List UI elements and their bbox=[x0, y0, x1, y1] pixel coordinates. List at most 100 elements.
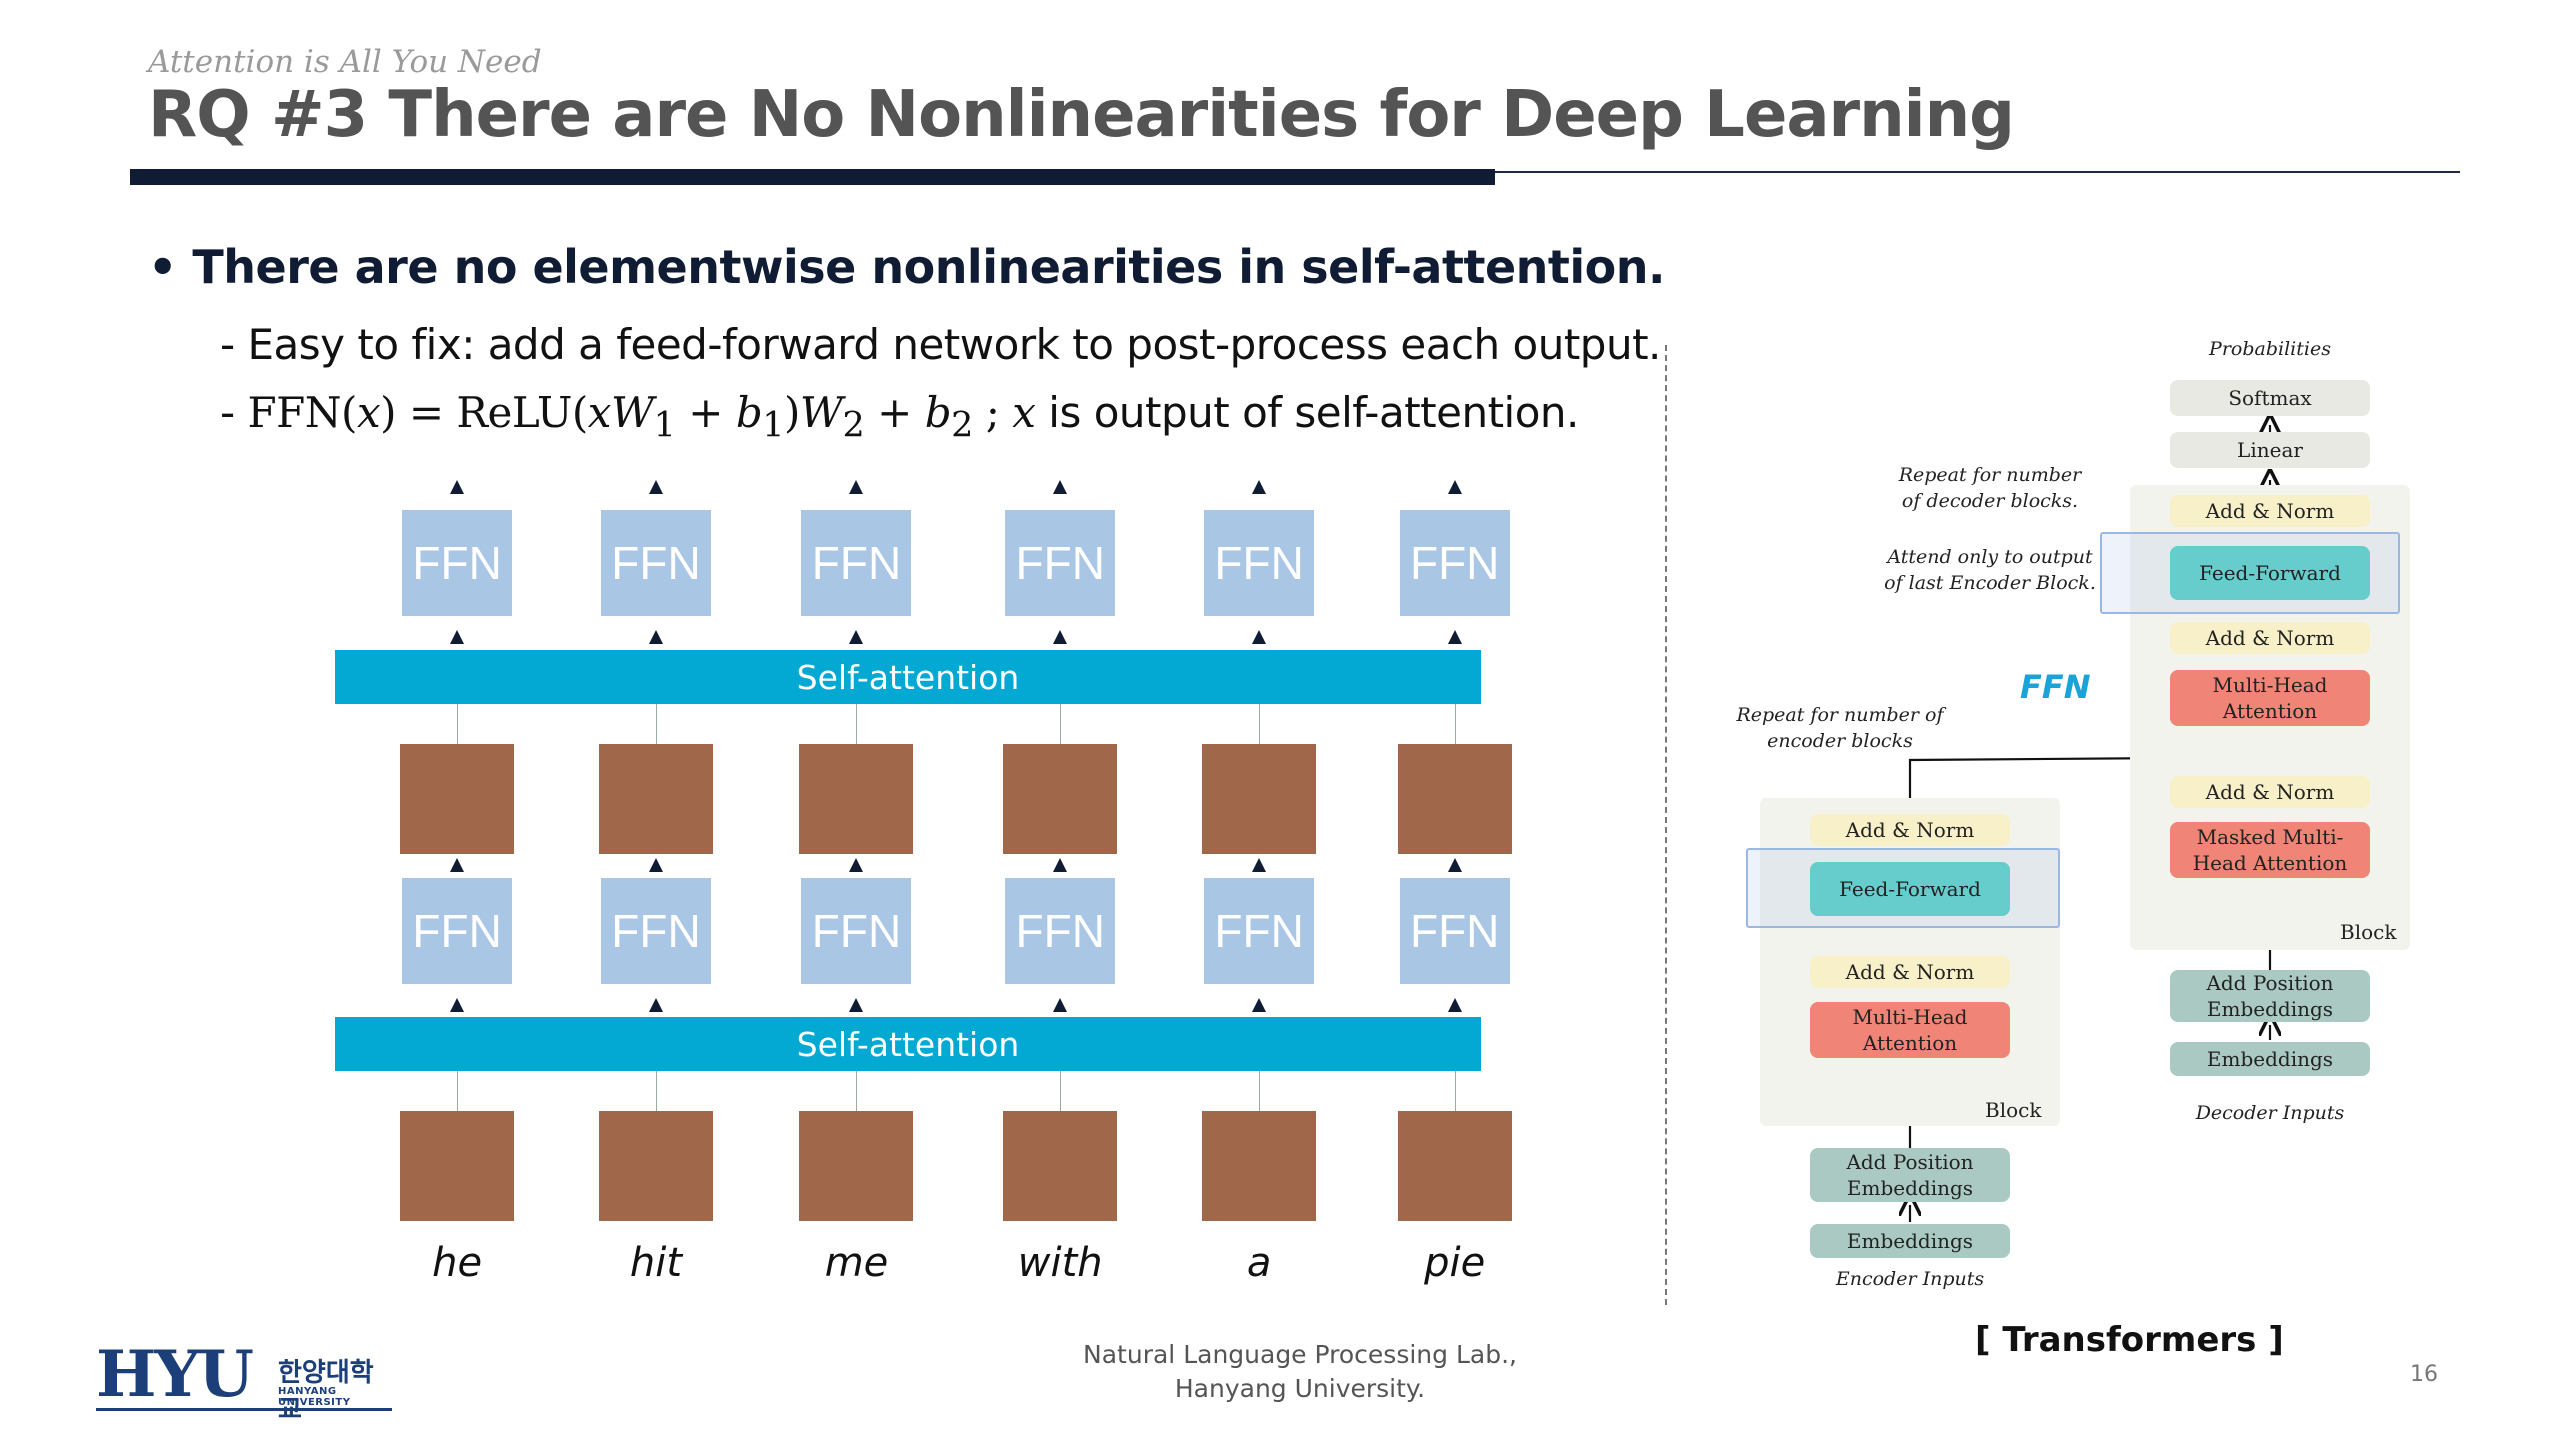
footer-lab-line2: Hanyang University. bbox=[1174, 1374, 1426, 1403]
ffn-box-lower: FFN bbox=[601, 878, 711, 984]
encoder-feed-forward: Feed-Forward bbox=[1810, 862, 2010, 916]
arrow-up-icon bbox=[1053, 998, 1068, 1012]
connector-line bbox=[1259, 704, 1261, 744]
encoder-add-position-embeddings: Add Position Embeddings bbox=[1810, 1148, 2010, 1202]
arrow-up-icon bbox=[1252, 998, 1267, 1012]
encoder-inputs-label: Encoder Inputs bbox=[1835, 1268, 1985, 1290]
ffn-formula: FFN(x) = ReLU(xW1 + b1)W2 + b2 ; x bbox=[247, 388, 1036, 445]
input-word: me bbox=[824, 1240, 889, 1286]
formula-plus: + bbox=[675, 388, 736, 437]
arrow-up-icon bbox=[1447, 630, 1462, 644]
connector-line bbox=[656, 704, 657, 744]
connector-line bbox=[457, 1071, 459, 1111]
logo-hyu-text: HYU bbox=[96, 1337, 254, 1412]
connector-line bbox=[856, 704, 858, 744]
input-word: he bbox=[432, 1240, 483, 1286]
arrow-up-icon bbox=[1053, 630, 1068, 644]
hidden-vector-lower bbox=[1397, 1111, 1512, 1221]
decoder-masked-attention: Masked Multi-Head Attention bbox=[2170, 822, 2370, 878]
arrow-up-icon bbox=[450, 998, 465, 1012]
self-attention-bar-lower: Self-attention bbox=[335, 1017, 1481, 1071]
decoder-add-norm-2: Add & Norm bbox=[2170, 622, 2370, 654]
logo-korean-text: 한양대학교 bbox=[278, 1358, 374, 1425]
arrow-up-icon bbox=[849, 998, 864, 1012]
ffn-box-lower: FFN bbox=[402, 878, 513, 984]
sub-bullet-dash: - bbox=[220, 388, 235, 437]
decoder-inputs-label: Decoder Inputs bbox=[2195, 1102, 2345, 1124]
attend-only-label: Attend only to output of last Encoder Bl… bbox=[1884, 546, 2096, 594]
connector-line bbox=[856, 1071, 858, 1111]
connector-line bbox=[1259, 1071, 1261, 1111]
ffn-box-upper: FFN bbox=[801, 510, 912, 616]
logo-underline bbox=[96, 1408, 392, 1411]
input-word: pie bbox=[1424, 1240, 1486, 1286]
page-number: 16 bbox=[2410, 1362, 2438, 1387]
ffn-box-lower: FFN bbox=[1399, 878, 1510, 984]
hidden-vector-lower bbox=[400, 1111, 515, 1221]
decoder-add-norm-3: Add & Norm bbox=[2170, 495, 2370, 527]
arrow-up-icon bbox=[649, 998, 663, 1012]
arrow-up-icon bbox=[649, 858, 663, 872]
arrow-up-icon bbox=[1252, 858, 1267, 872]
connector-line bbox=[1454, 1071, 1456, 1111]
linear-box: Linear bbox=[2170, 432, 2370, 468]
footer-lab-line1: Natural Language Processing Lab., bbox=[1083, 1340, 1517, 1369]
decoder-add-norm-1: Add & Norm bbox=[2170, 776, 2370, 808]
formula-plus: + bbox=[864, 388, 925, 437]
formula-close: ) bbox=[783, 388, 800, 437]
arrow-up-icon bbox=[849, 858, 864, 872]
ffn-box-upper: FFN bbox=[601, 510, 711, 616]
ffn-tag: FFN bbox=[2020, 668, 2091, 706]
ffn-box-upper: FFN bbox=[1005, 510, 1116, 616]
figure-caption: [ Transformers ] bbox=[1975, 1320, 2284, 1360]
encoder-embeddings: Embeddings bbox=[1810, 1224, 2010, 1258]
hidden-vector-lower bbox=[599, 1111, 713, 1221]
connector-line bbox=[656, 1071, 657, 1111]
formula-w2-sub: 2 bbox=[842, 405, 865, 446]
formula-ffn: FFN( bbox=[247, 388, 358, 437]
arrow-up-icon bbox=[849, 480, 864, 494]
arrow-up-icon bbox=[1447, 858, 1462, 872]
column-separator bbox=[1665, 345, 1667, 1305]
hidden-vector-lower bbox=[1202, 1111, 1317, 1221]
arrow-up-icon bbox=[1053, 480, 1068, 494]
self-attention-label: Self-attention bbox=[796, 1024, 1020, 1064]
hyu-logo: HYU 한양대학교 HANYANG UNIVERSITY bbox=[96, 1337, 396, 1425]
formula-b1: b bbox=[735, 388, 763, 437]
decoder-embeddings: Embeddings bbox=[2170, 1042, 2370, 1076]
self-attention-label: Self-attention bbox=[796, 657, 1020, 697]
connector-line bbox=[1454, 704, 1456, 744]
decoder-block-label: Block bbox=[2340, 920, 2397, 944]
ffn-box-lower: FFN bbox=[1204, 878, 1315, 984]
formula-w1-sub: 1 bbox=[653, 405, 676, 446]
slide-subtitle: Attention is All You Need bbox=[148, 44, 542, 80]
repeat-encoder-label: Repeat for number of encoder blocks bbox=[1736, 704, 1944, 752]
hidden-vector-upper bbox=[1397, 744, 1512, 854]
input-word: hit bbox=[629, 1240, 683, 1286]
hidden-vector-upper bbox=[599, 744, 713, 854]
main-bullet: • There are no elementwise nonlinearitie… bbox=[148, 240, 1665, 294]
hidden-vector-upper bbox=[1003, 744, 1118, 854]
softmax-box: Softmax bbox=[2170, 380, 2370, 416]
arrow-up-icon bbox=[1252, 630, 1267, 644]
repeat-decoder-label: Repeat for number of decoder blocks. bbox=[1898, 464, 2082, 512]
slide-title: RQ #3 There are No Nonlinearities for De… bbox=[148, 78, 2015, 152]
formula-w2: W bbox=[799, 388, 843, 437]
arrow-up-icon bbox=[849, 630, 864, 644]
arrow-up-icon bbox=[450, 630, 465, 644]
ffn-box-upper: FFN bbox=[1204, 510, 1315, 616]
arrow-up-icon bbox=[1053, 858, 1068, 872]
arrow-up-icon bbox=[450, 858, 465, 872]
arrow-up-icon bbox=[450, 480, 465, 494]
connector-line bbox=[457, 704, 459, 744]
transformer-diagram: Probabilities Softmax Linear Add & Norm … bbox=[1730, 320, 2490, 1320]
self-attention-bar-upper: Self-attention bbox=[335, 650, 1481, 704]
ffn-box-upper: FFN bbox=[402, 510, 513, 616]
formula-b2: b bbox=[924, 388, 952, 437]
formula-b2-sub: 2 bbox=[951, 405, 973, 446]
connector-line bbox=[1060, 1071, 1062, 1111]
sub-bullet-2: - FFN(x) = ReLU(xW1 + b1)W2 + b2 ; x is … bbox=[220, 388, 1579, 445]
formula-b1-sub: 1 bbox=[762, 405, 784, 446]
decoder-feed-forward: Feed-Forward bbox=[2170, 546, 2370, 600]
hidden-vector-upper bbox=[400, 744, 515, 854]
